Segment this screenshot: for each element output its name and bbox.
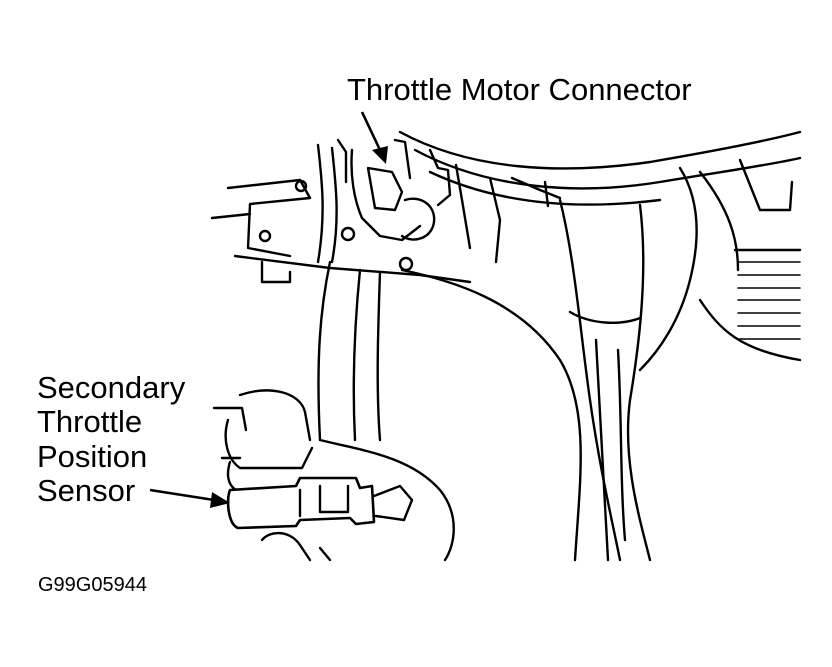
label-line-3: Position — [37, 439, 147, 474]
label-line-2: Throttle — [37, 404, 142, 439]
label-line-4: Sensor — [37, 473, 135, 508]
label-line-1: Secondary — [37, 370, 186, 405]
engine-line-art — [210, 130, 802, 562]
leader-arrow-secondary-sensor — [149, 488, 230, 508]
label-throttle-motor-connector: Throttle Motor Connector — [347, 72, 692, 107]
leader-arrow-throttle-motor-connector — [360, 111, 388, 164]
figure-code: G99G05944 — [38, 574, 147, 596]
label-secondary-throttle-position-sensor: Secondary Throttle Position Sensor — [37, 370, 186, 508]
